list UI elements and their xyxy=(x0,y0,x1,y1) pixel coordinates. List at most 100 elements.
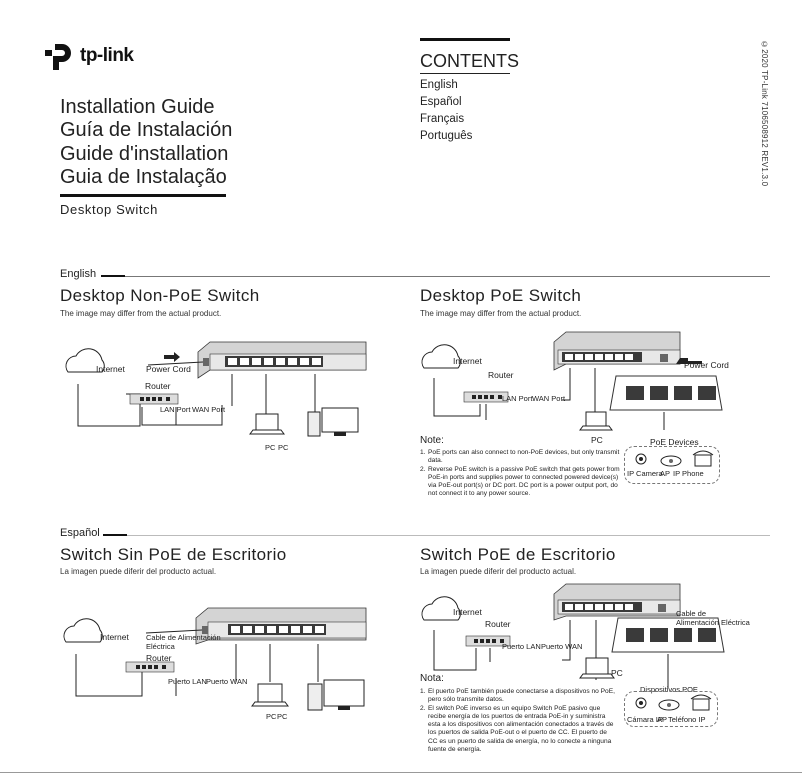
contents-item-francais[interactable]: Français xyxy=(420,113,465,125)
es-poe-router-label: Router xyxy=(485,619,511,629)
section-rule xyxy=(103,534,127,536)
poe-devices-label: PoE Devices xyxy=(650,437,699,447)
es-non-poe-pc2-label: PC xyxy=(277,712,288,721)
tp-link-logo: tp-link xyxy=(44,40,134,72)
es-poe-note-list: 1.El puerto PoE también puede conectarse… xyxy=(420,688,616,754)
contents-list: English Español Français Português xyxy=(420,77,472,145)
ip-camera-icon xyxy=(635,453,647,465)
es-non-poe-title: Switch Sin PoE de Escritorio xyxy=(60,545,287,564)
es-poe-wan-label: Puerto WAN xyxy=(541,642,583,651)
laptop-icon xyxy=(579,657,615,679)
es-non-poe-diagram xyxy=(63,607,367,711)
non-poe-wan-label: WAN Port xyxy=(192,405,226,414)
contents-item-english[interactable]: English xyxy=(420,79,458,91)
non-poe-router-label: Router xyxy=(145,381,171,391)
guide-rule xyxy=(60,194,226,197)
section-line xyxy=(125,276,770,277)
es-poe-lan-label: Puerto LAN xyxy=(502,642,541,651)
poe-internet-label: Internet xyxy=(453,356,482,366)
access-point-icon xyxy=(660,455,682,467)
note-item: 1.El puerto PoE también puede conectarse… xyxy=(420,688,615,704)
ip-phone-icon xyxy=(692,450,714,467)
es-non-poe-subtitle: La imagen puede diferir del producto act… xyxy=(60,567,217,576)
es-non-poe-wan-label: Puerto WAN xyxy=(206,677,248,686)
poe-pc-label: PC xyxy=(591,435,603,445)
poe-subtitle: The image may differ from the actual pro… xyxy=(420,309,582,318)
es-poe-devices-box xyxy=(624,691,718,727)
product-name: Desktop Switch xyxy=(60,202,158,217)
poe-switch-device xyxy=(553,583,681,621)
es-poe-subtitle: La imagen puede diferir del producto act… xyxy=(420,567,577,576)
non-poe-pc2-label: PC xyxy=(278,443,289,452)
poe-devices-box xyxy=(624,446,720,484)
note-item: 2.Reverse PoE switch is a passive PoE sw… xyxy=(420,465,620,498)
es-poe-power-label: Cable de Alimentación Eléctrica xyxy=(676,609,750,627)
es-poe-internet-label: Internet xyxy=(453,607,482,617)
laptop-icon xyxy=(249,413,285,435)
desktop-pc-icon xyxy=(307,407,359,437)
poe-title: Desktop PoE Switch xyxy=(420,286,582,305)
es-poe-title: Switch PoE de Escritorio xyxy=(420,545,616,564)
es-non-poe-pc-label: PC xyxy=(266,712,277,721)
cloud-icon xyxy=(421,596,461,621)
es-poe-diagram xyxy=(421,583,725,688)
non-poe-internet-label: Internet xyxy=(96,364,125,374)
revision-text: ©2020 TP-Link 7106508912 REV1.3.0 xyxy=(760,40,769,187)
es-poe-devices-label: Dispositivos POE xyxy=(640,685,698,694)
es-poe-note-title: Nota: xyxy=(420,673,444,684)
note-item: 2.El switch PoE inverso es un equipo Swi… xyxy=(420,704,614,754)
poe-ipcam-label: IP Camera xyxy=(627,469,663,478)
non-poe-lan-label: LAN Port xyxy=(160,405,191,414)
poe-diagram xyxy=(421,331,723,431)
non-poe-subtitle: The image may differ from the actual pro… xyxy=(60,309,222,318)
non-poe-title: Desktop Non-PoE Switch xyxy=(60,286,260,305)
section-label-english: English xyxy=(60,268,97,280)
laptop-icon xyxy=(579,411,613,431)
poe-note-title: Note: xyxy=(420,435,444,446)
laptop-icon xyxy=(251,683,289,707)
es-poe-pc-label: PC xyxy=(611,668,623,678)
es-poe-ipcam-label: Cámara IP xyxy=(627,715,663,724)
es-non-poe-internet-label: Internet xyxy=(100,632,129,642)
poe-power-label: Power Cord xyxy=(684,360,729,370)
brand-name: tp-link xyxy=(80,45,134,66)
poe-lan-label: LAN Port xyxy=(502,394,533,403)
es-poe-ap-label: AP xyxy=(657,715,668,724)
contents-underline xyxy=(420,73,510,74)
desktop-pc-icon xyxy=(307,679,365,711)
cloud-icon xyxy=(63,618,103,643)
poe-ap-label: AP xyxy=(660,469,671,478)
cloud-icon xyxy=(65,348,105,373)
ip-camera-icon xyxy=(635,697,647,709)
contents-item-espanol[interactable]: Español xyxy=(420,96,462,108)
non-poe-diagram xyxy=(65,341,367,437)
guide-title-es: Guía de Instalación xyxy=(60,119,233,142)
non-poe-pc-label: PC xyxy=(265,443,276,452)
tp-link-logo-icon xyxy=(45,44,71,70)
section-label-espanol: Español xyxy=(60,527,100,539)
access-point-icon xyxy=(658,699,680,711)
guide-title-pt: Guia de Instalação xyxy=(60,165,227,188)
note-item: 1.PoE ports can also connect to non-PoE … xyxy=(420,449,620,465)
cloud-icon xyxy=(421,344,461,369)
poe-router-label: Router xyxy=(488,370,514,380)
es-non-poe-power-label: Cable de Alimentación Eléctrica xyxy=(146,633,221,651)
poe-phone-label: IP Phone xyxy=(673,469,704,478)
switch-device xyxy=(197,341,367,379)
section-rule xyxy=(101,275,125,277)
guide-title-fr: Guide d'installation xyxy=(60,142,229,165)
es-poe-phone-label: Teléfono IP xyxy=(668,715,706,724)
poe-switch-device xyxy=(553,331,681,371)
contents-rule xyxy=(420,38,510,41)
switch-device xyxy=(195,607,367,645)
contents-heading: CONTENTS xyxy=(420,51,519,71)
non-poe-power-label: Power Cord xyxy=(146,364,191,374)
poe-note-list: 1.PoE ports can also connect to non-PoE … xyxy=(420,449,622,499)
es-non-poe-router-label: Router xyxy=(146,653,172,663)
es-non-poe-lan-label: Puerto LAN xyxy=(168,677,207,686)
contents-item-portugues[interactable]: Português xyxy=(420,130,473,142)
guide-titles: Installation Guide Guía de Instalación G… xyxy=(60,96,232,189)
page-bottom-rule xyxy=(0,772,802,773)
guide-title-en: Installation Guide xyxy=(60,96,215,118)
poe-wan-label: WAN Port xyxy=(532,394,566,403)
